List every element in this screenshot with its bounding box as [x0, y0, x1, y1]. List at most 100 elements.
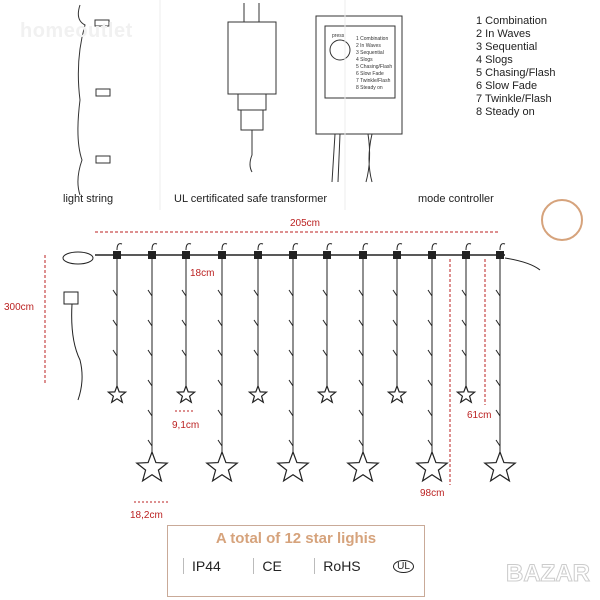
controller-mode-text: 8 Steady on — [356, 85, 383, 91]
controller-mode-text: 6 Slow Fade — [356, 71, 384, 77]
mode-list: 1 Combination 2 In Waves 3 Sequential 4 … — [476, 15, 556, 119]
star-icon — [205, 450, 239, 483]
bulb-mark — [288, 349, 294, 357]
bulb-mark — [461, 289, 467, 297]
width-label: 205cm — [290, 218, 321, 229]
bulb-mark — [495, 409, 501, 417]
hook-icon — [185, 243, 192, 251]
mode-item: 6 Slow Fade — [476, 80, 538, 92]
bulb-mark — [427, 379, 433, 387]
hook-icon — [499, 243, 506, 251]
controller-mode-text: 7 Twinkle/Flash — [356, 78, 391, 84]
big-star-label: 18,2cm — [130, 510, 163, 521]
cert-ce: CE — [253, 558, 289, 574]
star-icon — [316, 384, 338, 404]
controller-mode-text: 3 Sequential — [356, 50, 384, 56]
mode-item: 8 Steady on — [476, 106, 535, 118]
mode-item: 3 Sequential — [476, 41, 538, 53]
bulb-mark — [253, 319, 259, 327]
clip-icon — [359, 251, 367, 259]
bulb-mark — [322, 349, 328, 357]
tail-wire — [504, 257, 541, 271]
hook-icon — [431, 243, 438, 251]
star-curtain — [44, 199, 583, 503]
bulb-mark — [495, 439, 501, 447]
mode-item: 4 Slogs — [476, 54, 513, 66]
bulb-mark — [495, 379, 501, 387]
clip-icon — [218, 251, 226, 259]
mode-item: 1 Combination — [476, 15, 547, 27]
hook-icon — [257, 243, 264, 251]
mode-controller-icon — [315, 15, 403, 183]
long-drop-label: 98cm — [420, 488, 445, 499]
cert-row: IP44 CE RoHS UL — [183, 558, 414, 574]
bulb-mark — [288, 439, 294, 447]
star-icon — [106, 384, 128, 404]
transformer-icon — [227, 3, 277, 173]
bulb-mark — [392, 349, 398, 357]
bulb-mark — [253, 289, 259, 297]
clip-icon — [289, 251, 297, 259]
short-drop-label: 61cm — [467, 410, 492, 421]
cert-ul: UL — [393, 559, 414, 573]
bulb-mark — [217, 379, 223, 387]
bulb-mark — [427, 439, 433, 447]
clip-icon — [462, 251, 470, 259]
bulb-mark — [253, 349, 259, 357]
star-icon — [247, 384, 269, 404]
bulb-mark — [358, 349, 364, 357]
bulb-mark — [147, 379, 153, 387]
bulb-mark — [495, 289, 501, 297]
controller-small-icon — [63, 291, 79, 305]
bulb-mark — [427, 289, 433, 297]
controller-mode-text: 2 In Waves — [356, 43, 381, 49]
bulb-mark — [358, 289, 364, 297]
controller-mode-text: 4 Slogs — [356, 57, 373, 63]
small-star-label: 9,1cm — [172, 420, 200, 431]
caption-transformer: UL certificated safe transformer — [174, 193, 328, 205]
bulb-icon — [95, 88, 111, 97]
hook-icon — [292, 243, 299, 251]
bulb-mark — [427, 409, 433, 417]
bulb-mark — [217, 439, 223, 447]
bulb-mark — [427, 349, 433, 357]
bulb-mark — [322, 319, 328, 327]
bulb-mark — [147, 439, 153, 447]
star-icon — [135, 450, 169, 483]
bulb-mark — [358, 319, 364, 327]
bulb-mark — [392, 289, 398, 297]
clip-icon — [113, 251, 121, 259]
mode-item: 2 In Waves — [476, 28, 531, 40]
watermark: homeoutlet — [20, 20, 133, 42]
bulb-mark — [288, 409, 294, 417]
caption-mode-controller: mode controller — [418, 193, 494, 205]
bulb-mark — [217, 349, 223, 357]
bulb-mark — [322, 289, 328, 297]
cert-ip44: IP44 — [183, 558, 229, 574]
bulb-mark — [112, 349, 118, 357]
caption-light-string: light string — [63, 193, 114, 205]
star-icon — [415, 450, 449, 483]
bulb-icon — [94, 19, 110, 27]
power-cord — [71, 303, 83, 401]
bulb-mark — [112, 289, 118, 297]
clip-icon — [393, 251, 401, 259]
plug-icon — [62, 251, 94, 265]
bulb-mark — [147, 319, 153, 327]
bulb-mark — [147, 349, 153, 357]
hook-icon — [326, 243, 333, 251]
light-string-wire — [77, 4, 86, 196]
bulb-mark — [147, 409, 153, 417]
star-icon — [455, 384, 477, 404]
clip-icon — [254, 251, 262, 259]
bulb-mark — [461, 349, 467, 357]
hook-icon — [396, 243, 403, 251]
bulb-mark — [181, 319, 187, 327]
star-icon — [386, 384, 408, 404]
controller-mode-text: 5 Chasing/Flash — [356, 64, 392, 70]
clip-icon — [148, 251, 156, 259]
summary-title: A total of 12 star lighis — [215, 530, 377, 547]
